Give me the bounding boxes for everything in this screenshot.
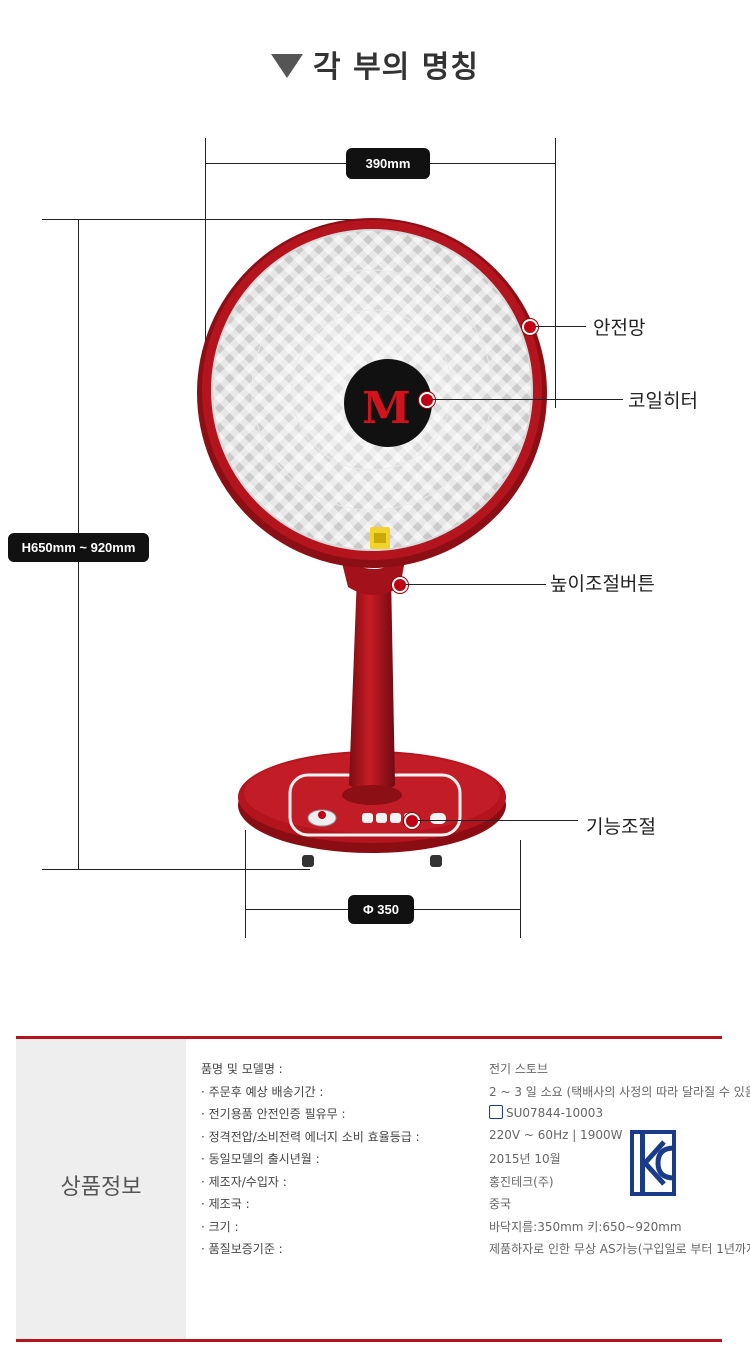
coil-label: 코일히터 [628,390,698,412]
table-bottom-rule [16,1339,722,1342]
width-guide-left [205,138,206,408]
height-guide-top [42,219,362,220]
row-value: 전기 스토브 [489,1062,549,1076]
guard-label: 안전망 [593,317,646,339]
row-value: 220V ~ 60Hz | 1900W [489,1127,623,1142]
row-value-with-icon: SU07844-10003 [489,1105,603,1120]
table-row: · 품질보증기준 : 제품하자로 인한 무상 AS가능(구입일로 부터 1년까지… [201,1240,750,1263]
section-title-text: 각 부의 명칭 [313,50,479,85]
table-row: · 크기 : 바닥지름:350mm 키:650~920mm [201,1218,721,1241]
controls-leader-line [418,820,578,821]
row-label: · 크기 : [201,1219,239,1234]
row-label: 품명 및 모델명 : [201,1062,283,1076]
product-info-table: 상품정보 품명 및 모델명 : 전기 스토브 · 주문후 예상 배송기간 : 2… [16,1036,750,1342]
kc-certification-icon [630,1130,676,1196]
height-button-leader-line [406,584,546,585]
product-info-header-cell: 상품정보 [16,1039,186,1339]
row-value: 2015년 10월 [489,1152,561,1166]
kc-mark-icon [489,1105,503,1119]
row-value: 홍진테크(주) [489,1174,554,1189]
row-label: · 품질보증기준 : [201,1242,283,1256]
width-guide-right [555,138,556,408]
table-row: · 동일모델의 출시년월 : 2015년 10월 [201,1150,721,1173]
row-label: · 정격전압/소비전력 에너지 소비 효율등급 : [201,1129,420,1144]
heater-illustration: M [197,218,547,867]
table-row: · 전기용품 안전인증 필유무 : SU07844-10003 [201,1105,721,1128]
row-label: · 제조자/수입자 : [201,1174,287,1189]
table-row: · 제조자/수입자 : 홍진테크(주) [201,1173,721,1196]
coil-leader-line [433,399,623,400]
triangle-down-icon [271,53,304,78]
row-value: SU07844-10003 [506,1106,604,1120]
height-button-marker [392,577,408,593]
guard-leader-line [536,326,586,327]
coil-marker [419,392,435,408]
base-dimension-label: Φ 350 [348,895,414,924]
height-dimension-label: H650mm ~ 920mm [8,533,149,562]
table-row: · 주문후 예상 배송기간 : 2 ~ 3 일 소요 (택배사의 사정의 따라 … [201,1083,750,1106]
base-guide-left [245,830,246,938]
row-value: 중국 [489,1197,512,1211]
row-label: · 제조국 : [201,1197,250,1211]
row-label: · 주문후 예상 배송기간 : [201,1084,324,1099]
row-value: 바닥지름:350mm 키:650~920mm [489,1219,682,1234]
product-info-rows: 품명 및 모델명 : 전기 스토브 · 주문후 예상 배송기간 : 2 ~ 3 … [201,1060,750,1263]
brand-badge-text: M [362,383,411,434]
product-info-label: 상품정보 [60,1175,142,1200]
table-top-rule [16,1036,722,1039]
row-value: 제품하자로 인한 무상 AS가능(구입일로 부터 1년까지) [489,1242,750,1256]
guard-marker [522,319,538,335]
controls-label: 기능조절 [586,816,656,838]
table-row: 품명 및 모델명 : 전기 스토브 [201,1060,721,1083]
base-guide-right [520,840,521,938]
section-title: 각 부의 명칭 [0,42,750,86]
row-label: · 전기용품 안전인증 필유무 : [201,1107,346,1121]
row-label: · 동일모델의 출시년월 : [201,1152,320,1166]
width-dimension-label: 390mm [346,148,430,179]
height-button-label: 높이조절버튼 [550,573,655,595]
controls-marker [404,813,420,829]
row-value: 2 ~ 3 일 소요 (택배사의 사정의 따라 달라질 수 있음) [489,1084,750,1099]
height-guide-bottom [42,869,310,870]
table-row: · 제조국 : 중국 [201,1195,721,1218]
table-row: · 정격전압/소비전력 에너지 소비 효율등급 : 220V ~ 60Hz | … [201,1128,721,1151]
